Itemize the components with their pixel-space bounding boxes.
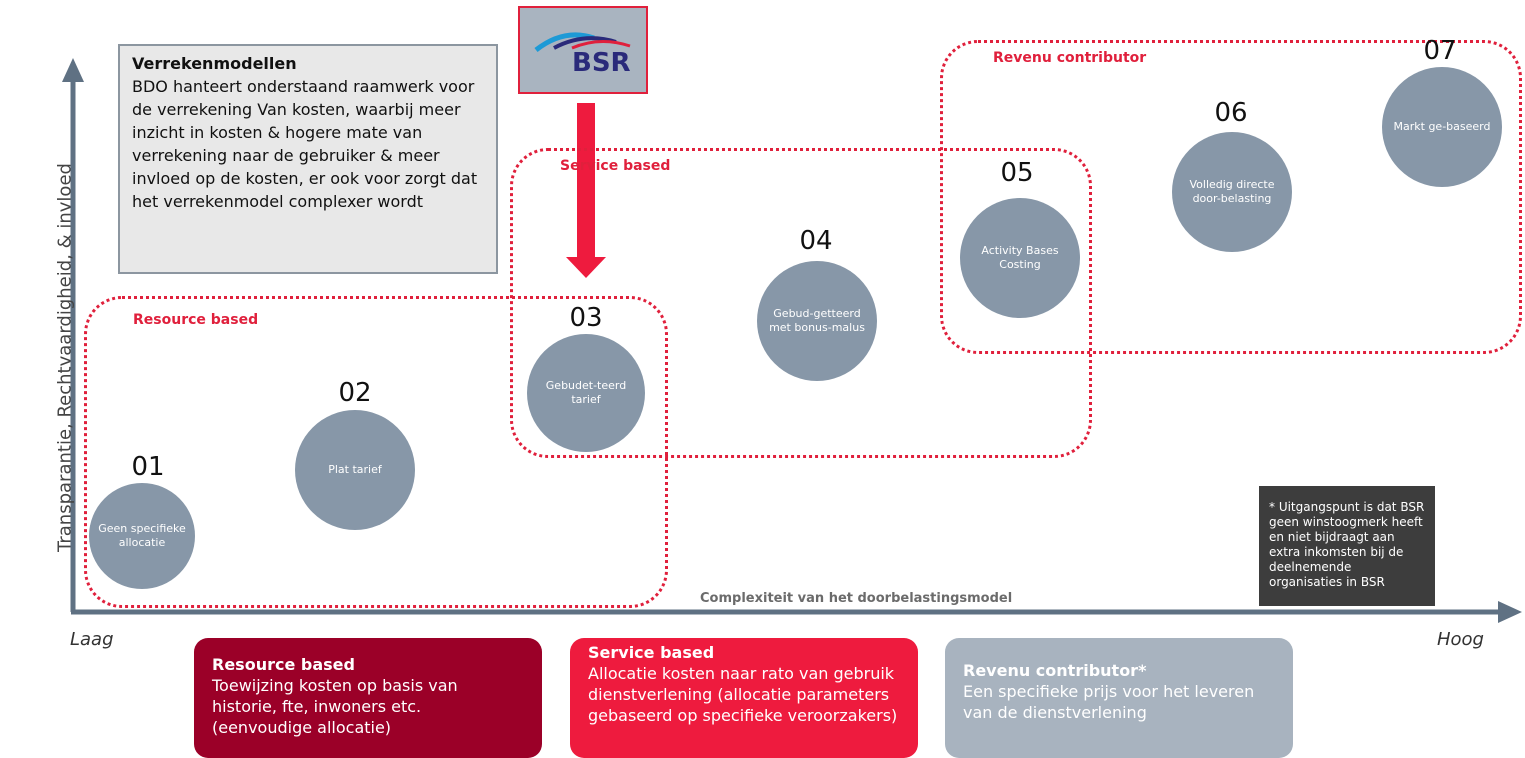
info-box-title: Verrekenmodellen [132,54,297,73]
step-circle-02: Plat tarief [295,410,415,530]
step-circle-07: Markt ge-baseerd [1382,67,1502,187]
axis-high-label: Hoog [1437,629,1484,650]
card-revenu-contributor: Revenu contributor* Een specifieke prijs… [945,638,1293,758]
card-service-body: Allocatie kosten naar rato van gebruik d… [588,664,898,725]
region-label-revenu: Revenu contributor [993,50,1147,66]
x-axis-arrowhead [1498,601,1522,623]
step-circle-06: Volledig directe door-belasting [1172,132,1292,252]
region-resource-based [84,296,668,608]
step-circle-04: Gebud-getteerd met bonus-malus [757,261,877,381]
info-box-body: BDO hanteert onderstaand raamwerk voor d… [132,77,478,211]
step-circle-01: Geen specifieke allocatie [89,483,195,589]
step-circle-03: Gebudet-teerd tarief [527,334,645,452]
card-service-title: Service based [588,643,715,662]
step-num-05: 05 [1000,158,1034,188]
x-axis-label: Complexiteit van het doorbelastingsmodel [700,591,1013,606]
bsr-arrow-head [566,257,606,278]
info-box: Verrekenmodellen BDO hanteert onderstaan… [118,44,498,274]
card-service-based: Service based Allocatie kosten naar rato… [570,638,918,758]
card-revenu-title: Revenu contributor* [963,661,1147,680]
step-num-04: 04 [799,226,833,256]
bsr-logo: BSR [518,6,648,94]
step-num-01: 01 [131,452,165,482]
logo-text: BSR [572,48,631,78]
step-num-07: 07 [1423,36,1457,66]
region-label-resource: Resource based [133,312,259,328]
y-axis-label: Transparantie, Rechtvaardigheid, & invlo… [54,163,76,552]
axis-low-label: Laag [70,629,114,650]
step-circle-05: Activity Bases Costing [960,198,1080,318]
card-resource-based: Resource based Toewijzing kosten op basi… [194,638,542,758]
card-resource-body: Toewijzing kosten op basis van historie,… [212,676,458,737]
y-axis-arrowhead [62,58,84,82]
step-num-02: 02 [338,378,372,408]
step-num-06: 06 [1214,98,1248,128]
region-label-service: Service based [560,158,671,174]
card-revenu-body: Een specifieke prijs voor het leveren va… [963,682,1255,722]
logo-swoosh-icon [534,32,631,52]
card-resource-title: Resource based [212,655,355,674]
region-revenu-contributor [940,40,1522,354]
step-num-03: 03 [569,303,603,333]
region-service-based [510,148,1092,458]
note-box: * Uitgangspunt is dat BSR geen winstoogm… [1259,486,1435,606]
bsr-arrow-shaft [577,103,595,259]
